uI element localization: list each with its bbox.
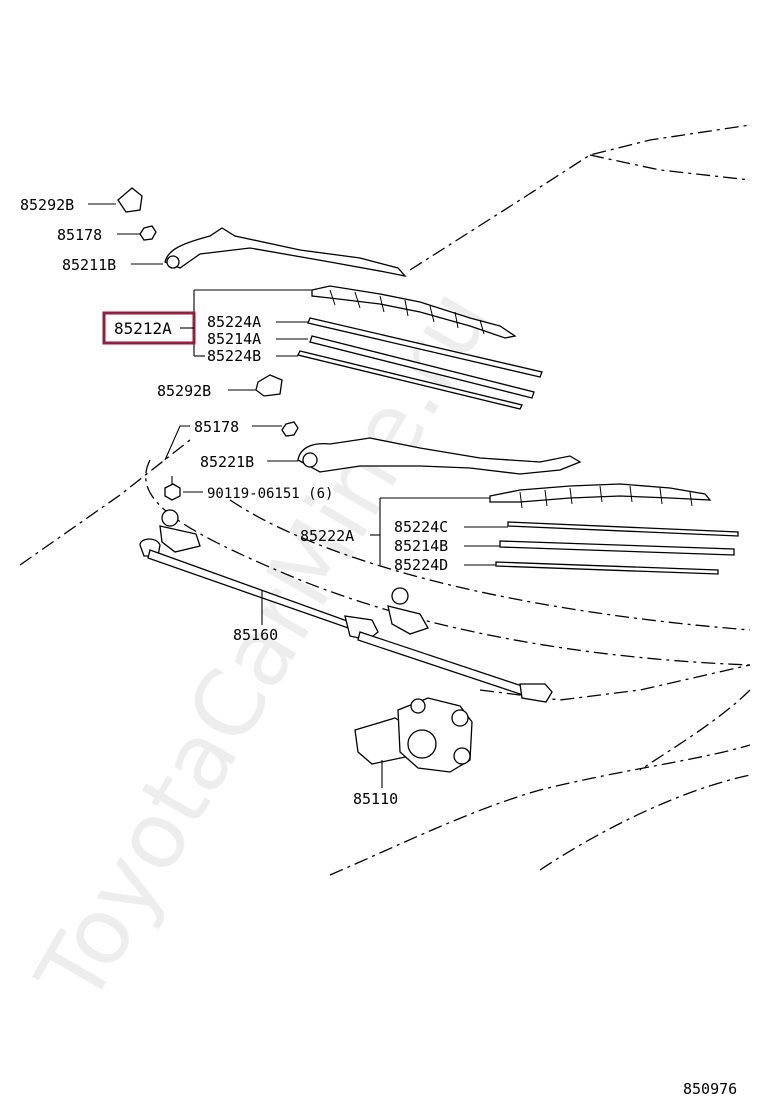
arm-pivot-lower <box>302 452 318 468</box>
label-85224D[interactable]: 85224D <box>394 556 448 574</box>
leader-lines <box>88 203 508 788</box>
figure-number: 850976 <box>683 1080 737 1098</box>
label-85178-mid[interactable]: 85178 <box>194 418 239 436</box>
wiper-arm-upper <box>164 227 407 278</box>
wiper-linkage <box>139 509 553 703</box>
wiper-motor <box>354 697 473 773</box>
label-85211B[interactable]: 85211B <box>62 256 116 274</box>
blade-refill-85224B <box>297 350 523 410</box>
wiper-blade-upper <box>311 285 517 339</box>
label-85214A[interactable]: 85214A <box>207 330 261 348</box>
blade-rubber-85214A <box>309 335 535 399</box>
label-90119-06151[interactable]: 90119-06151 (6) <box>207 486 333 502</box>
arm-pivot-upper <box>166 255 180 269</box>
mounting-bolt <box>164 476 181 501</box>
nut-mid <box>281 421 299 437</box>
label-85221B[interactable]: 85221B <box>200 453 254 471</box>
label-85214B[interactable]: 85214B <box>394 537 448 555</box>
label-85178-top[interactable]: 85178 <box>57 226 102 244</box>
label-85110[interactable]: 85110 <box>353 790 398 808</box>
blade-refill-85224D <box>495 561 719 575</box>
label-85160[interactable]: 85160 <box>233 626 278 644</box>
label-85222A[interactable]: 85222A <box>300 527 354 545</box>
nut-top <box>139 225 157 241</box>
wiper-arm-lower <box>297 437 582 475</box>
arm-cap-top <box>117 187 143 213</box>
blade-refill-85224A <box>307 317 543 378</box>
label-85292B-mid[interactable]: 85292B <box>157 382 211 400</box>
label-85292B-top[interactable]: 85292B <box>20 196 74 214</box>
blade-refill-85224C <box>507 521 739 537</box>
wiper-blade-lower <box>489 483 712 509</box>
arm-cap-mid <box>255 374 283 397</box>
blade-rubber-85214B <box>499 540 735 556</box>
label-85224C[interactable]: 85224C <box>394 518 448 536</box>
label-85224A[interactable]: 85224A <box>207 313 261 331</box>
label-85224B[interactable]: 85224B <box>207 347 261 365</box>
label-85212A[interactable]: 85212A <box>114 319 172 338</box>
body-outline <box>19 124 751 876</box>
